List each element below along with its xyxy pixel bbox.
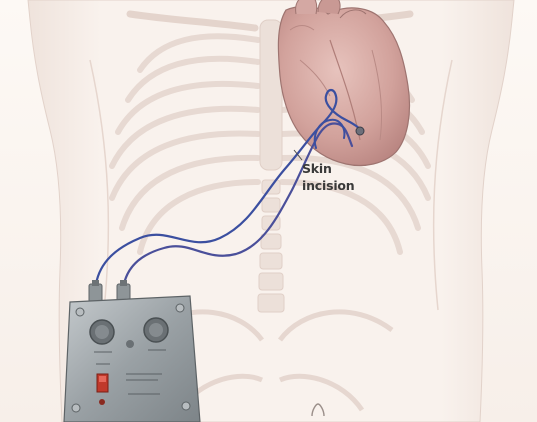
pacemaker-device-icon [64,280,200,422]
skin-incision-label-line-2: incision [302,178,355,193]
skin-incision-label-line-1: Skin [302,161,332,176]
